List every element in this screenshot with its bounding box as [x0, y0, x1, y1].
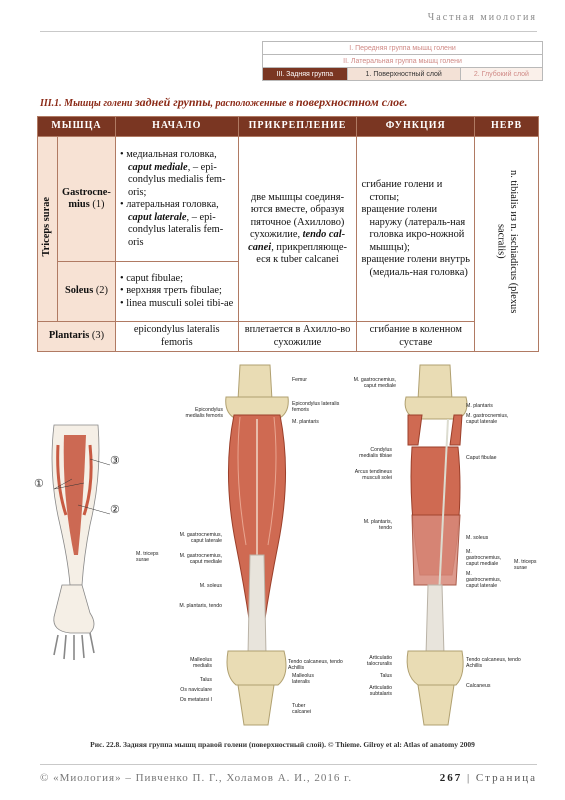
header-function: ФУНКЦИЯ — [356, 116, 476, 137]
label-os-naviculare: Os naviculare — [180, 687, 212, 693]
label-epicondylus-medialis: Epicondylus medialis femoris — [185, 407, 223, 419]
label-m-plantaris: M. plantaris — [292, 419, 319, 425]
nav-lateral-group[interactable]: II. Латеральная группа мышц голени — [262, 54, 543, 68]
label-articulatio-talocruralis: Articulatio talocruralis — [366, 655, 392, 667]
label-malleolus-medialis: Malleolus medialis — [190, 657, 212, 669]
soleus-origin: • caput fibulae; • верхняя треть fibulae… — [114, 261, 239, 322]
gastrocnemius-origin: • медиальная головка, caput mediale, – e… — [114, 136, 239, 262]
anatomy-illustration — [51, 364, 468, 726]
nav-posterior-group[interactable]: III. Задняя группа — [262, 67, 348, 81]
nav-anterior-group[interactable]: I. Передняя группа мышц голени — [262, 41, 543, 55]
triceps-function: сгибание голени и стопы; вращение голени… — [356, 136, 476, 322]
label-talus: Talus — [199, 677, 212, 683]
label-r-soleus: M. soleus — [466, 535, 489, 541]
table-row: Soleus (2) • caput fibulae; • верхняя тр… — [38, 261, 539, 322]
page-number: 267 | Страница — [439, 772, 537, 784]
anatomy-figure: ① ② ③ Femur Epicondylus medialis femoris… — [34, 355, 540, 740]
posterior-leg-illustration — [225, 364, 289, 726]
plantaris-insertion: вплетается в Ахилло-во сухожилие — [237, 321, 358, 352]
section-navigation: I. Передняя группа мышц голени II. Латер… — [262, 41, 544, 81]
label-soleus: M. soleus — [199, 583, 222, 589]
label-r-gastrocnemius-medial-2: M. gastrocnemius, caput mediale — [466, 549, 502, 567]
label-gastrocnemius-medial: M. gastrocnemius, caput mediale — [179, 553, 222, 565]
plantaris-function: сгибание в коленном суставе — [356, 321, 476, 352]
footer-copyright: © «Миология» – Пивченко П. Г., Холамов А… — [40, 772, 353, 784]
label-caput-fibulae: Caput fibulae — [466, 455, 497, 461]
gastrocnemius-cell: Gastrocne-mius (1) — [56, 136, 116, 262]
plantaris-origin: epicondylus lateralis femoris — [114, 321, 239, 352]
label-femur: Femur — [292, 377, 307, 383]
label-r-gastrocnemius-lateral-2: M. gastrocnemius, caput laterale — [466, 571, 502, 589]
figure-caption: Рис. 22.8. Задняя группа мышц правой гол… — [90, 740, 475, 749]
table-row: Plantaris (3) epicondylus lateralis femo… — [37, 321, 539, 352]
header-insertion: ПРИКРЕПЛЕНИЕ — [237, 116, 358, 137]
label-r-plantaris: M. plantaris — [466, 403, 493, 409]
label-articulatio-subtalaris: Articulatio subtalaris — [369, 685, 392, 697]
label-arcus-tendineus: Arcus tendineus musculi solei — [354, 469, 392, 481]
leg-schematic — [51, 424, 111, 660]
running-header: Частная миология — [427, 12, 537, 23]
footer-divider — [40, 764, 537, 765]
triceps-insertion: две мышцы соединя-ются вместе, образуя п… — [237, 136, 358, 322]
label-r-triceps-surae: M. triceps surae — [514, 559, 537, 571]
label-tuber-calcanei: Tuber calcanei — [292, 703, 312, 715]
header-origin: НАЧАЛО — [114, 116, 239, 137]
table-row: Triceps surae Gastrocne-mius (1) • медиа… — [37, 136, 539, 352]
label-triceps-surae: M. triceps surae — [136, 551, 159, 563]
callout-2: ② — [110, 504, 120, 516]
label-malleolus-lateralis: Malleolus lateralis — [292, 673, 314, 685]
label-condylus-medialis: Condylus medialis tibiae — [359, 447, 392, 459]
nav-deep-layer[interactable]: 2. Глубокий слой — [459, 67, 544, 81]
soleus-cell: Soleus (2) — [56, 261, 116, 322]
label-calcaneus: Calcaneus — [466, 683, 491, 689]
plantaris-cell: Plantaris (3) — [37, 321, 116, 352]
label-r-gastrocnemius-medial: M. gastrocnemius, caput mediale — [353, 377, 396, 389]
label-gastrocnemius-lateral: M. gastrocnemius, caput laterale — [179, 532, 222, 544]
label-tendo-calcaneus: Tendo calcaneus, tendo Achillis — [288, 659, 343, 671]
callout-1: ① — [34, 478, 44, 490]
label-r-talus: Talus — [379, 673, 392, 679]
label-r-plantaris-tendo: M. plantaris, tendo — [363, 519, 392, 531]
nerve-cell: n. tibialis из n. ischiadicus (plexus sa… — [474, 136, 539, 352]
nav-superficial-layer[interactable]: 1. Поверхностный слой — [346, 67, 461, 81]
label-r-gastrocnemius-lateral: M. gastrocnemius, caput laterale — [466, 413, 509, 425]
header-nerve: НЕРВ — [474, 116, 539, 137]
muscle-table: МЫШЦА НАЧАЛО ПРИКРЕПЛЕНИЕ ФУНКЦИЯ НЕРВ T… — [37, 116, 539, 352]
header-divider — [40, 31, 537, 32]
label-r-tendo-calcaneus: Tendo calcaneus, tendo Achillis — [466, 657, 521, 669]
triceps-surae-cell: Triceps surae — [37, 136, 58, 322]
label-os-metatarsi: Os metatarsi I — [179, 697, 212, 703]
label-epicondylus-lateralis: Epicondylus lateralis femoris — [292, 401, 340, 413]
posterior-leg-deep-illustration — [404, 364, 468, 726]
section-title: III.1. Мышцы голени задней группы, распо… — [40, 95, 408, 109]
callout-3: ③ — [110, 455, 120, 467]
label-plantaris-tendo: M. plantaris, tendo — [179, 603, 222, 609]
table-header-row: МЫШЦА НАЧАЛО ПРИКРЕПЛЕНИЕ ФУНКЦИЯ НЕРВ — [37, 116, 539, 137]
header-muscle: МЫШЦА — [37, 116, 116, 137]
